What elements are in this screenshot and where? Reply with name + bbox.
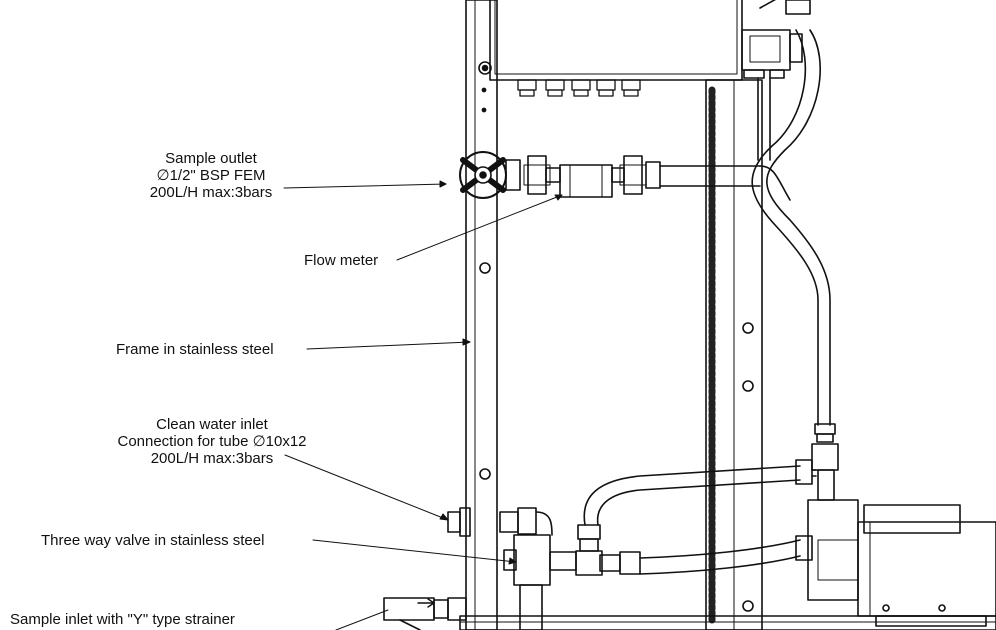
sample-outlet-line1: Sample outlet	[165, 150, 257, 167]
leader-lines	[283, 180, 563, 630]
sample-outlet-line	[459, 151, 791, 201]
lower-hose	[583, 459, 817, 575]
three-way-valve	[447, 507, 641, 630]
sample-outlet-line3: 200L/H max:3bars	[149, 184, 273, 201]
sample-outlet-line2: ∅1/2" BSP FEM	[156, 167, 266, 184]
sample-inlet-label: Sample inlet with "Y" type strainer	[10, 611, 235, 628]
three-way-valve-label: Three way valve in stainless steel	[41, 532, 265, 549]
frame-left-post	[465, 0, 498, 630]
clean-water-line1: Clean water inlet	[156, 416, 268, 433]
pump-motor	[807, 499, 996, 627]
clean-water-line3: 200L/H max:3bars	[150, 450, 274, 467]
frame-base	[459, 615, 996, 630]
y-strainer	[383, 597, 467, 630]
clean-water-line2: Connection for tube ∅10x12	[117, 433, 307, 450]
sample-outlet-label: Sample outlet ∅1/2" BSP FEM 200L/H max:3…	[150, 150, 273, 201]
flow-meter-label: Flow meter	[304, 252, 379, 269]
frame-label: Frame in stainless steel	[116, 341, 274, 358]
frame-right-column	[705, 79, 763, 630]
control-box	[489, 0, 811, 97]
return-hose	[751, 29, 839, 501]
clean-water-inlet-label: Clean water inlet Connection for tube ∅1…	[117, 416, 306, 467]
